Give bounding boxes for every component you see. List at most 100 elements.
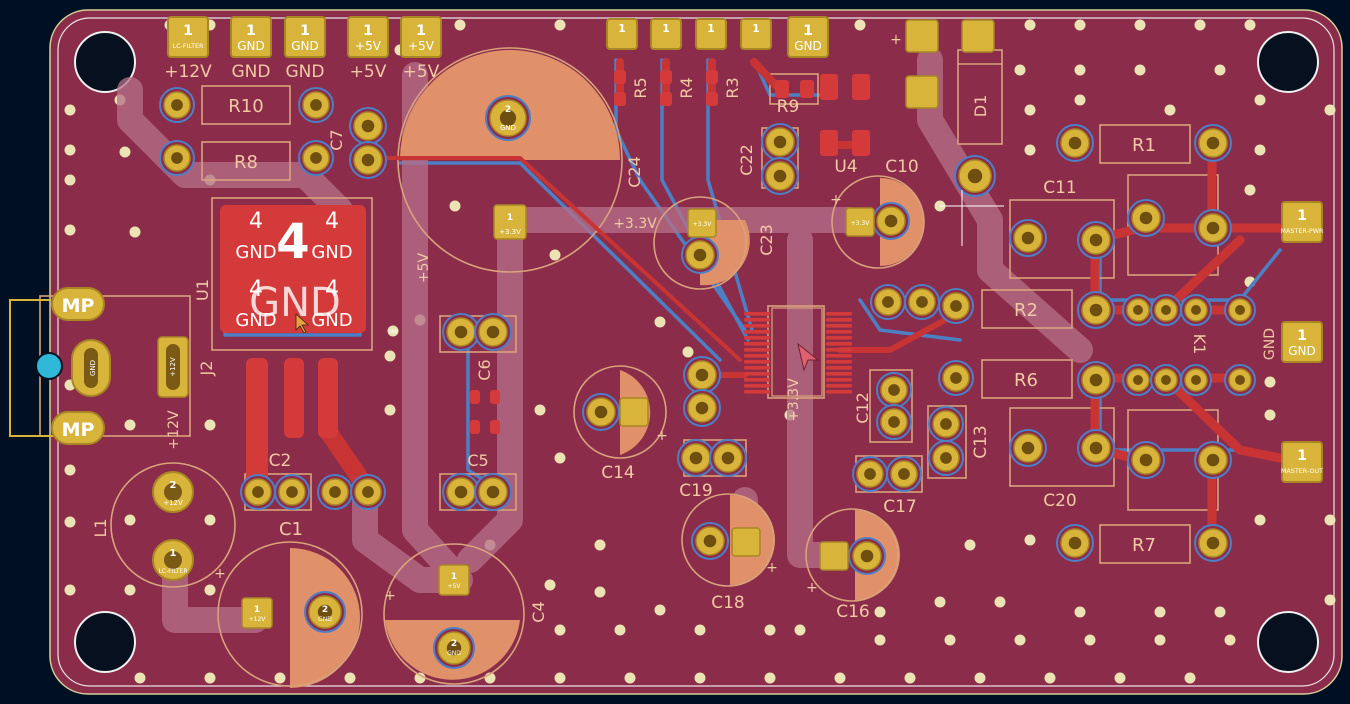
label-r1: R1 [1132, 135, 1156, 156]
stitch-via [1254, 514, 1266, 526]
u4-pin[interactable] [744, 372, 770, 376]
outline-r10 [201, 85, 291, 125]
c1-square-pad[interactable] [241, 597, 273, 629]
c24-square-pad[interactable] [687, 208, 717, 238]
stitch-via [1024, 144, 1036, 156]
header-right-top-pin-1[interactable] [1281, 201, 1323, 243]
u1-pin-3[interactable] [318, 358, 338, 438]
u4-pin[interactable] [744, 348, 770, 352]
c7-pad-d[interactable] [490, 420, 500, 434]
u5-pad-1[interactable] [820, 74, 838, 100]
u4-pin[interactable] [744, 390, 770, 394]
c10-square-pad[interactable] [845, 207, 875, 237]
u4-pin[interactable] [826, 378, 852, 382]
u5-pad-3[interactable] [820, 130, 838, 156]
header-left-pin-5[interactable] [400, 16, 442, 58]
d-square-pad-2[interactable] [905, 19, 939, 53]
u4-pin[interactable] [744, 354, 770, 358]
c4-square-pad[interactable] [438, 564, 470, 596]
header-mid-pin-2[interactable] [650, 18, 682, 50]
r9-pad-b[interactable] [800, 80, 814, 98]
u4-pin[interactable] [744, 318, 770, 322]
trace-big-cap [366, 156, 742, 362]
u4-pin[interactable] [744, 342, 770, 346]
mounting-hole-bl [74, 611, 136, 673]
r5-pad-b[interactable] [614, 92, 626, 106]
r3-pad-b[interactable] [706, 92, 718, 106]
u1-pin-2[interactable] [284, 358, 304, 438]
tht-pad-hole [884, 214, 898, 228]
stitch-via [594, 586, 606, 598]
u4-pin[interactable] [826, 336, 852, 340]
u4-pin[interactable] [744, 384, 770, 388]
label-j2: J2 [197, 361, 216, 377]
header-mid-pin-4[interactable] [740, 18, 772, 50]
label-gnd-right: GND [1262, 328, 1278, 360]
u4-pin[interactable] [826, 384, 852, 388]
u4-pin[interactable] [826, 342, 852, 346]
tht-pad-hole [773, 169, 787, 183]
u4-pin[interactable] [826, 318, 852, 322]
square-cap-pads [157, 19, 995, 629]
header-right-gnd-pin-1[interactable] [1281, 321, 1323, 363]
u4-pin[interactable] [826, 360, 852, 364]
header-mid-gnd-pin-1[interactable] [787, 16, 829, 58]
tht-pad-hole [1139, 453, 1153, 467]
small-gnd-via[interactable] [386, 324, 400, 338]
stitch-via [1024, 19, 1036, 31]
u5-pad-4[interactable] [852, 130, 870, 156]
u4-pins-right [826, 312, 852, 394]
u4-pin[interactable] [744, 336, 770, 340]
header-mid-pin-1[interactable] [606, 18, 638, 50]
u4-pin[interactable] [744, 366, 770, 370]
u5-pad-2[interactable] [852, 74, 870, 100]
u4-pin[interactable] [826, 312, 852, 316]
u1-pin-1[interactable] [246, 358, 268, 488]
d-square-pad-3[interactable] [905, 75, 939, 109]
stitch-via [204, 584, 216, 596]
u4-pin[interactable] [826, 324, 852, 328]
u4-pin[interactable] [744, 378, 770, 382]
u1-thermal-pad[interactable] [220, 205, 366, 333]
header-left-pin-3[interactable] [284, 16, 326, 58]
u4-pin[interactable] [826, 390, 852, 394]
d1-square-pad[interactable] [961, 19, 995, 53]
r5-pad-a[interactable] [614, 70, 626, 84]
u4-pin[interactable] [744, 360, 770, 364]
header-left-pin-2[interactable] [230, 16, 272, 58]
header-left-pin-4[interactable] [347, 16, 389, 58]
stitch-via [204, 672, 216, 684]
header-left-pin-1[interactable] [167, 16, 209, 58]
jack-mp-bottom[interactable] [51, 411, 105, 445]
c18-square-pad[interactable] [731, 527, 761, 557]
c7-pad-c[interactable] [470, 420, 480, 434]
header-right-bottom-pin-1[interactable] [1281, 441, 1323, 483]
r4-pad-b[interactable] [660, 92, 672, 106]
header-mid-pin-3[interactable] [695, 18, 727, 50]
stitch-via [1184, 672, 1196, 684]
r9-pad-a[interactable] [775, 80, 789, 98]
u4-pin[interactable] [826, 354, 852, 358]
label-r8: R8 [234, 152, 258, 173]
u4-pin[interactable] [744, 324, 770, 328]
c14-square-pad[interactable] [619, 397, 649, 427]
c7-pad-a[interactable] [470, 390, 480, 404]
r3-pad-a[interactable] [706, 70, 718, 84]
u4-pin[interactable] [826, 372, 852, 376]
u4-pin[interactable] [744, 312, 770, 316]
big-cap-square-pad[interactable] [493, 204, 527, 240]
r4-pad-a[interactable] [660, 70, 672, 84]
c7-pad-b[interactable] [490, 390, 500, 404]
jack-mp-top[interactable] [51, 287, 105, 321]
back-trace-8 [858, 298, 962, 342]
u4-pin[interactable] [744, 330, 770, 334]
stitch-via [764, 624, 776, 636]
stitch-via [449, 200, 461, 212]
u4-pin[interactable] [826, 366, 852, 370]
c16-square-pad[interactable] [819, 541, 849, 571]
label-l1: L1 [91, 518, 110, 537]
u4-pin[interactable] [826, 330, 852, 334]
u4-pin[interactable] [826, 348, 852, 352]
